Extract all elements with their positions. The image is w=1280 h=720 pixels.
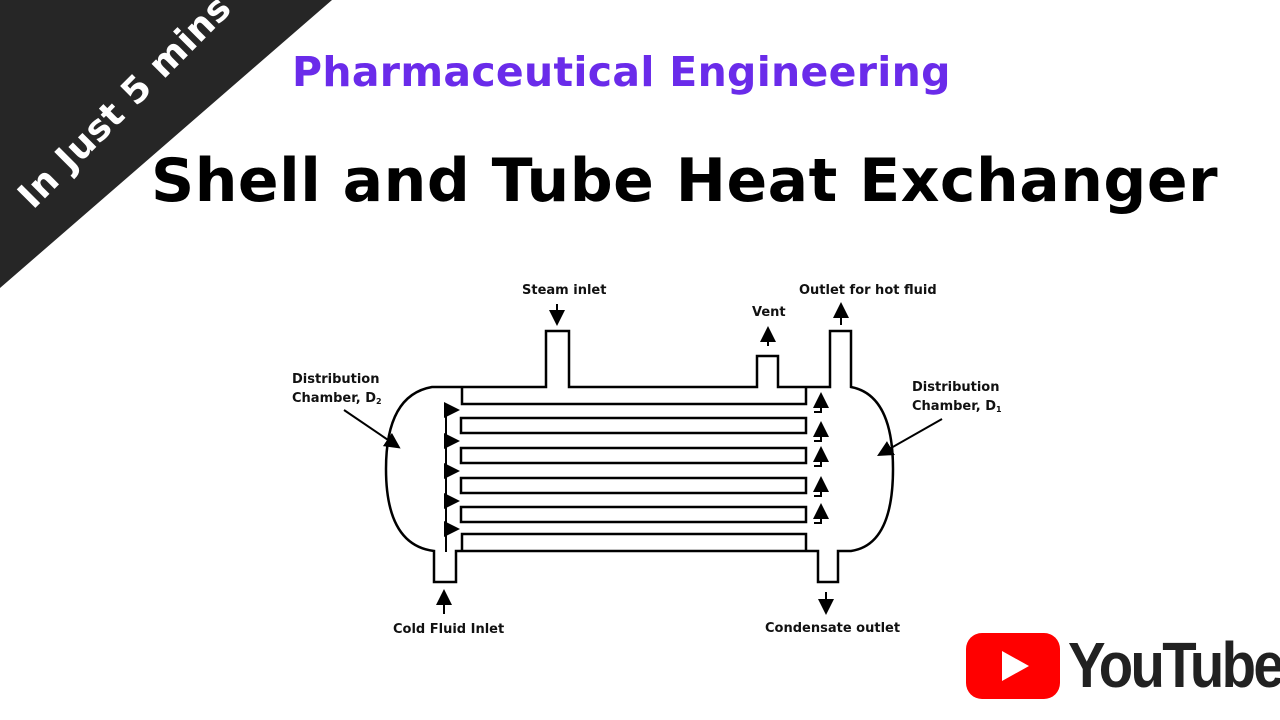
tube: [459, 416, 808, 435]
youtube-play-icon: [966, 633, 1060, 699]
tube-bottom: [460, 532, 808, 551]
label-condensate-outlet: Condensate outlet: [765, 621, 901, 636]
flow-arrow-right: [813, 421, 829, 442]
label-cold-fluid-inlet: Cold Fluid Inlet: [393, 622, 505, 637]
label-distribution-chamber-d1: Distribution Chamber, D1: [912, 378, 1002, 419]
flow-arrow-left: [444, 463, 460, 497]
subtitle: Pharmaceutical Engineering: [292, 48, 951, 96]
flow-arrow-right: [813, 392, 829, 413]
page-title: Shell and Tube Heat Exchanger: [151, 146, 1219, 216]
label-vent: Vent: [752, 305, 786, 320]
flow-arrow-right: [813, 503, 829, 524]
flow-arrow-right: [813, 476, 829, 497]
flow-arrow-left: [444, 433, 460, 468]
shell-outline: [384, 329, 895, 584]
youtube-wordmark: YouTube: [1068, 629, 1280, 701]
flow-arrow-left: [444, 521, 460, 552]
flow-arrow-left: [444, 493, 460, 527]
label-outlet-hot-fluid: Outlet for hot fluid: [799, 283, 937, 298]
corner-banner: [0, 0, 332, 288]
label-distribution-chamber-d2: Distribution Chamber, D2: [292, 370, 382, 411]
flow-arrow-right: [813, 446, 829, 467]
label-d2-line1: Distribution: [292, 372, 380, 387]
tube: [459, 476, 808, 495]
tube-top: [460, 388, 808, 406]
pointer-d1: [877, 418, 943, 456]
pointer-d2: [343, 409, 401, 449]
flow-arrow-left: [444, 402, 460, 442]
tube: [459, 446, 808, 465]
label-steam-inlet: Steam inlet: [522, 283, 607, 298]
label-d1-line2: Chamber, D1: [912, 399, 1002, 414]
label-d2-line2: Chamber, D2: [292, 391, 382, 406]
label-d1-line1: Distribution: [912, 380, 1000, 395]
tube: [459, 505, 808, 524]
